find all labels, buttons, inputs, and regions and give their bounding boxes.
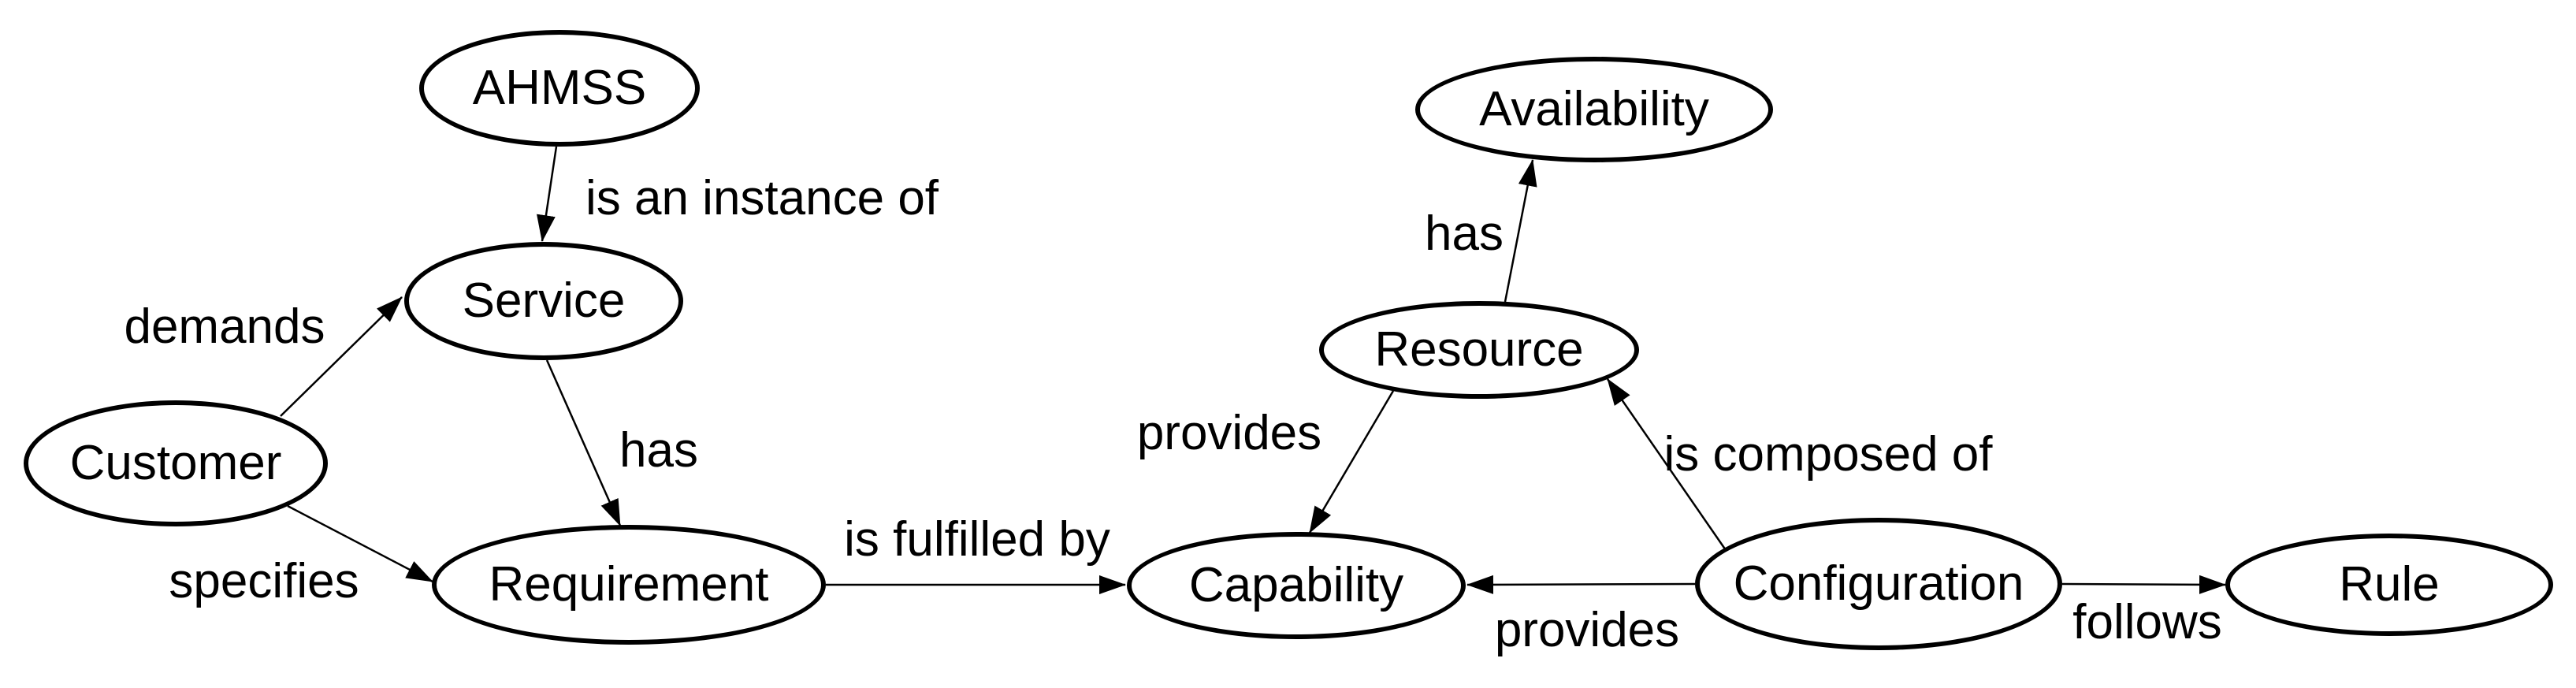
node-rule: Rule [2225,534,2553,636]
node-service: Service [404,242,683,360]
node-requirement: Requirement [432,525,826,645]
edge-service-requirement [545,359,622,526]
edge-label-has-service: has [619,423,698,478]
edge-label-is-an-instance-of: is an instance of [585,171,939,225]
edge-ahmss-service [537,146,558,242]
edge-customer-service [280,296,403,417]
node-ahmss: AHMSS [419,30,700,147]
edge-label-is-fulfilled-by: is fulfilled by [844,512,1110,567]
node-capability: Capability [1127,532,1466,639]
node-resource: Resource [1319,301,1639,399]
node-availability: Availability [1415,57,1773,162]
edge-resource-capability [1308,390,1395,534]
edge-label-provides-resource: provides [1136,406,1322,460]
node-configuration: Configuration [1695,518,2062,650]
edge-label-provides-configuration: provides [1494,603,1680,657]
edge-configuration-resource [1606,378,1727,551]
edge-label-demands: demands [124,299,325,354]
node-customer: Customer [24,400,328,526]
edge-label-is-composed-of: is composed of [1663,427,1993,482]
edge-label-has-resource: has [1425,206,1504,261]
edge-configuration-rule [2061,575,2226,594]
edge-resource-availability [1504,159,1537,303]
edge-customer-requirement [287,504,433,583]
edge-label-follows: follows [2072,595,2222,649]
edge-configuration-capability [1466,575,1696,594]
edge-label-specifies: specifies [169,554,359,608]
